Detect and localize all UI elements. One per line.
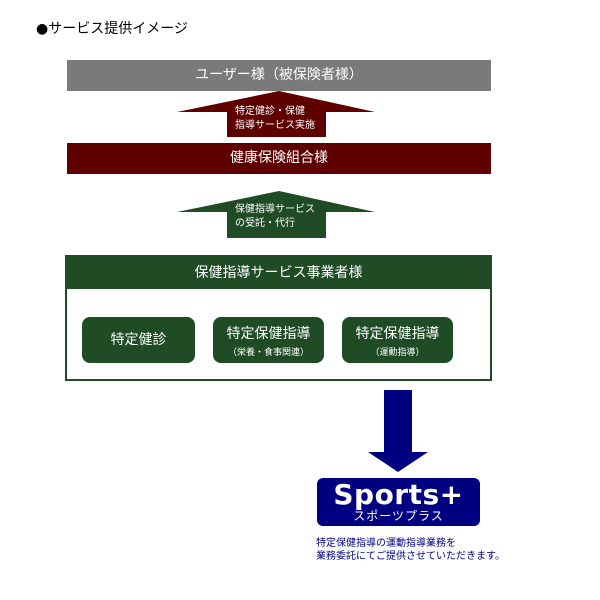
logo-sub-text: スポーツプラス xyxy=(353,509,444,523)
arrow-label-line: の受託・代行 xyxy=(235,218,295,229)
sportsplus-logo: Sports+ スポーツプラス xyxy=(317,478,480,526)
service-sublabel: （運動指導） xyxy=(370,348,425,358)
service-label: 特定保健指導 xyxy=(226,326,311,342)
arrow-up-implementation-label: 特定健診・保健 指導サービス実施 xyxy=(235,105,315,133)
caption-line: 特定保健指導の運動指導業務を xyxy=(316,538,456,549)
service-label: 特定健診 xyxy=(110,332,167,348)
health-insurance-bar: 健康保険組合様 xyxy=(67,143,491,174)
provider-title: 保健指導サービス事業者様 xyxy=(67,257,490,289)
service-health-guidance-nutrition: 特定保健指導 （栄養・食事関連） xyxy=(213,317,324,363)
arrow-up-outsourcing-label: 保健指導サービス の受託・代行 xyxy=(235,203,315,231)
page-title: ●サービス提供イメージ xyxy=(36,21,188,37)
arrow-up-outsourcing xyxy=(177,191,375,238)
service-sublabel: （栄養・食事関連） xyxy=(227,348,309,358)
service-health-guidance-exercise: 特定保健指導 （運動指導） xyxy=(342,317,453,363)
arrow-up-implementation xyxy=(177,91,375,137)
user-bar: ユーザー様（被保険者様） xyxy=(67,60,491,91)
provider-box: 保健指導サービス事業者様 特定健診 特定保健指導 （栄養・食事関連） 特定保健指… xyxy=(65,255,492,381)
arrow-label-line: 指導サービス実施 xyxy=(235,120,315,131)
arrow-label-line: 保健指導サービス xyxy=(235,204,315,215)
arrow-down-to-sportsplus xyxy=(368,390,428,472)
service-specific-checkup: 特定健診 xyxy=(82,317,195,363)
caption-line: 業務委託にてご提供させていただきます。 xyxy=(316,551,505,562)
service-label: 特定保健指導 xyxy=(355,326,440,342)
logo-main-text: Sports+ xyxy=(333,478,464,511)
caption: 特定保健指導の運動指導業務を 業務委託にてご提供させていただきます。 xyxy=(316,537,586,563)
arrow-label-line: 特定健診・保健 xyxy=(235,106,305,117)
